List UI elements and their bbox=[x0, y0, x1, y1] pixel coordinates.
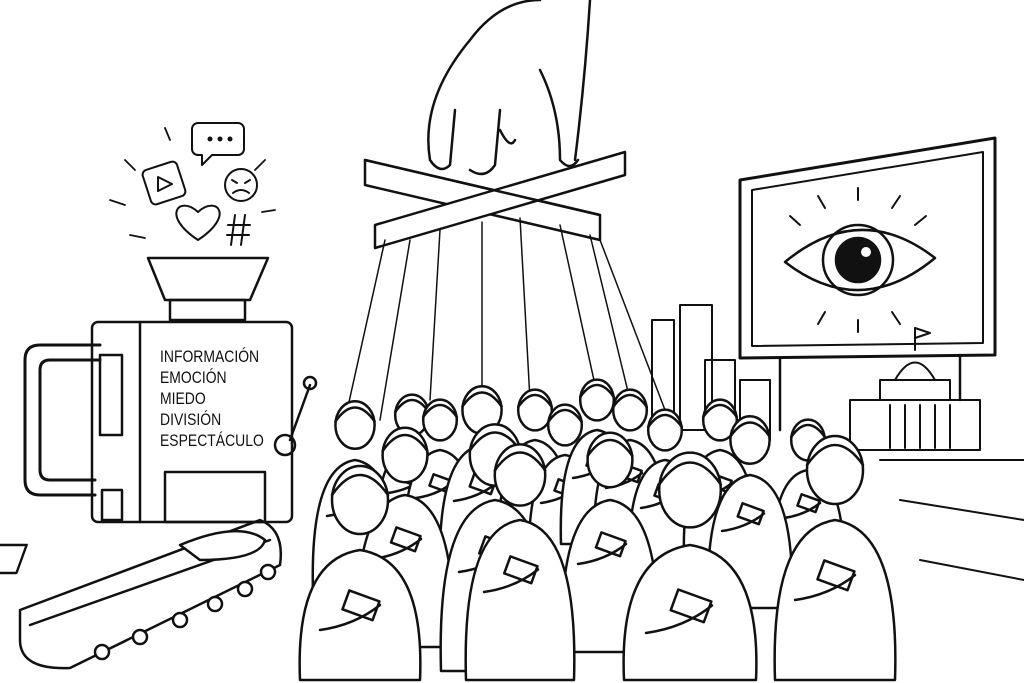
person-with-phone bbox=[464, 443, 576, 682]
billboard-eye bbox=[738, 136, 997, 432]
conveyor-belt bbox=[0, 518, 283, 670]
puppeteer-hand bbox=[427, 0, 592, 176]
comment-icon bbox=[191, 122, 245, 166]
play-icon bbox=[141, 160, 187, 206]
propaganda-machine bbox=[23, 256, 318, 524]
crowd bbox=[298, 378, 897, 682]
eye-icon bbox=[783, 228, 937, 292]
label-espectaculo: ESPECTÁCULO bbox=[160, 431, 264, 450]
heart-icon bbox=[175, 204, 221, 241]
person-with-phone bbox=[622, 451, 758, 682]
marionette-crossbar bbox=[363, 150, 627, 250]
person-with-phone bbox=[298, 464, 422, 682]
label-division: DIVISIÓN bbox=[160, 410, 222, 429]
label-miedo: MIEDO bbox=[160, 389, 206, 408]
person-with-phone bbox=[773, 434, 897, 682]
puppet-strings bbox=[344, 217, 666, 421]
hashtag-icon bbox=[226, 214, 251, 246]
government-building bbox=[849, 327, 981, 451]
angry-face-icon bbox=[224, 168, 258, 202]
machine-labels: INFORMACIÓN EMOCIÓN MIEDO DIVISIÓN ESPEC… bbox=[160, 346, 264, 451]
label-informacion: INFORMACIÓN bbox=[160, 347, 260, 366]
label-emocion: EMOCIÓN bbox=[160, 368, 227, 387]
social-icons bbox=[109, 122, 276, 246]
